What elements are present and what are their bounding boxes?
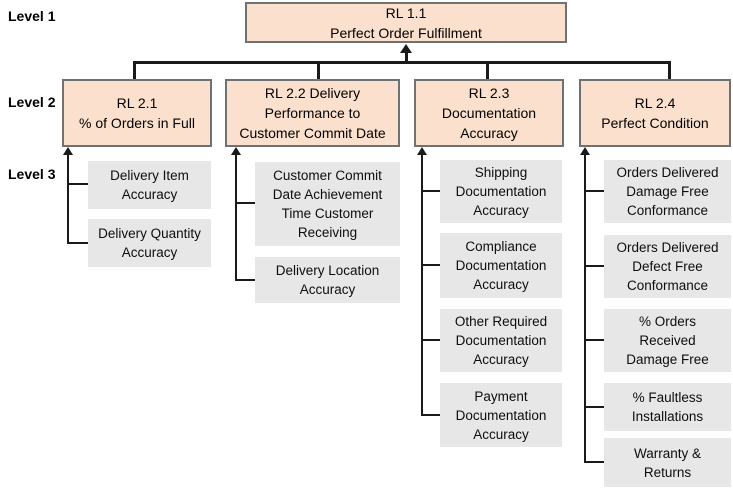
- connector-col-4-vertical: [584, 155, 586, 463]
- connector-drop-rl-2-2: [317, 61, 320, 79]
- connector-col-3-stub-4: [421, 414, 440, 416]
- level-3-label: Level 3: [8, 166, 56, 182]
- connector-col-1-stub-1: [67, 183, 88, 185]
- connector-col-3-stub-3: [421, 339, 440, 341]
- leaf-shipping-documentation-accuracy: Shipping Documentation Accuracy: [440, 160, 562, 223]
- connector-col-4-stub-3: [584, 339, 604, 341]
- leaf-pct-faultless-installations: % Faultless Installations: [604, 383, 731, 431]
- leaf-warranty-and-returns: Warranty & Returns: [604, 438, 731, 487]
- arrow-up-col-2-icon: [231, 147, 241, 155]
- node-rl-1-1: RL 1.1 Perfect Order Fulfillment: [245, 2, 567, 43]
- connector-col-4-stub-2: [584, 265, 604, 267]
- connector-col-2-vertical: [235, 155, 237, 281]
- leaf-orders-delivered-damage-free: Orders Delivered Damage Free Conformance: [604, 160, 731, 223]
- connector-col-4-stub-5: [584, 461, 604, 463]
- connector-drop-rl-2-1: [133, 61, 136, 79]
- leaf-orders-delivered-defect-free: Orders Delivered Defect Free Conformance: [604, 235, 731, 298]
- node-rl-2-2: RL 2.2 Delivery Performance to Customer …: [225, 79, 400, 147]
- arrow-up-col-1-icon: [63, 147, 73, 155]
- connector-root-riser: [405, 52, 408, 62]
- connector-col-2-stub-1: [235, 202, 255, 204]
- connector-drop-rl-2-4: [668, 61, 671, 79]
- connector-col-4-stub-1: [584, 190, 604, 192]
- node-rl-2-3: RL 2.3 Documentation Accuracy: [414, 79, 564, 147]
- connector-col-1-vertical: [67, 155, 69, 244]
- level-2-label: Level 2: [8, 94, 56, 110]
- leaf-payment-documentation-accuracy: Payment Documentation Accuracy: [440, 383, 562, 447]
- connector-col-1-stub-2: [67, 242, 88, 244]
- arrow-up-col-3-icon: [417, 147, 427, 155]
- node-rl-2-4: RL 2.4 Perfect Condition: [579, 79, 731, 147]
- connector-col-2-stub-2: [235, 279, 255, 281]
- leaf-compliance-documentation-accuracy: Compliance Documentation Accuracy: [440, 233, 562, 298]
- leaf-customer-commit-date-achievement: Customer Commit Date Achievement Time Cu…: [255, 162, 400, 246]
- level-1-label: Level 1: [8, 8, 56, 24]
- leaf-delivery-location-accuracy: Delivery Location Accuracy: [255, 257, 400, 303]
- connector-col-4-stub-4: [584, 406, 604, 408]
- connector-drop-rl-2-3: [486, 61, 489, 79]
- leaf-delivery-quantity-accuracy: Delivery Quantity Accuracy: [88, 219, 211, 267]
- connector-col-3-stub-1: [421, 190, 440, 192]
- leaf-delivery-item-accuracy: Delivery Item Accuracy: [88, 161, 211, 209]
- leaf-other-required-documentation-accuracy: Other Required Documentation Accuracy: [440, 309, 562, 372]
- arrow-up-col-4-icon: [580, 147, 590, 155]
- connector-col-3-vertical: [421, 155, 423, 416]
- connector-main-horizontal: [133, 61, 671, 64]
- connector-col-3-stub-2: [421, 264, 440, 266]
- node-rl-2-1: RL 2.1 % of Orders in Full: [62, 79, 212, 147]
- arrow-up-root-icon: [400, 44, 412, 53]
- leaf-pct-orders-received-damage-free: % Orders Received Damage Free: [604, 309, 731, 372]
